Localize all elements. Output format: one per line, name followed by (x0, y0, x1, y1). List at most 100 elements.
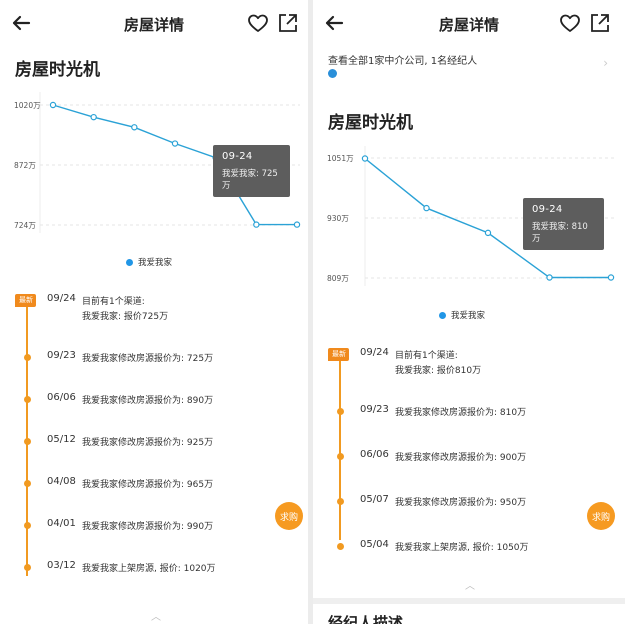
chevron-right-icon: › (603, 56, 608, 70)
y-tick-label: 872万 (14, 161, 36, 170)
data-point[interactable] (484, 229, 492, 237)
tooltip-date: 09-24 (532, 204, 563, 215)
timeline-date: 03/12 (47, 560, 76, 571)
back-arrow-icon[interactable] (8, 10, 34, 36)
y-tick-label: 809万 (327, 274, 349, 283)
section-title-house-timeline: 房屋时光机 (15, 60, 100, 80)
price-chart: 1051万 930万 809万 (327, 146, 617, 286)
data-point[interactable] (171, 140, 179, 147)
chart-tooltip: 09-24 我爱我家: 810万 (523, 198, 604, 250)
data-point[interactable] (253, 221, 260, 228)
legend-dot-icon (126, 258, 133, 266)
timeline-date: 09/24 (47, 293, 76, 304)
legend-dot-icon (439, 311, 446, 319)
collapse-chevron-icon[interactable]: ︿ (465, 581, 475, 592)
timeline-date: 05/12 (47, 434, 76, 445)
timeline-dot-icon (24, 564, 31, 571)
timeline-text: 目前有1个渠道: (82, 297, 145, 307)
timeline-date: 06/06 (47, 392, 76, 403)
data-point[interactable] (361, 155, 369, 162)
timeline-date: 09/23 (360, 404, 389, 415)
timeline-dot-icon (24, 480, 31, 487)
y-tick-label: 1020万 (14, 101, 41, 110)
timeline-entry: 09/23 我爱我家修改房源报价为: 725万 (0, 350, 308, 370)
data-point[interactable] (131, 124, 138, 131)
share-icon[interactable] (277, 12, 299, 34)
share-icon[interactable] (589, 12, 611, 34)
timeline-text: 我爱我家修改房源报价为: 990万 (82, 522, 214, 532)
top-nav-bar: 房屋详情 (0, 0, 308, 46)
timeline-dot-icon (24, 354, 31, 361)
timeline-text: 我爱我家修改房源报价为: 950万 (395, 498, 527, 508)
data-point[interactable] (607, 274, 615, 281)
y-tick-label: 930万 (327, 214, 349, 223)
timeline-text: 我爱我家修改房源报价为: 900万 (395, 453, 527, 463)
heart-icon[interactable] (558, 11, 582, 35)
page-title: 房屋详情 (123, 16, 184, 34)
timeline-text: 我爱我家: 报价725万 (82, 312, 169, 322)
timeline-entry: 05/07 我爱我家修改房源报价为: 950万 (313, 494, 625, 514)
latest-badge: 最新 (15, 294, 36, 307)
timeline-dot-icon (337, 498, 344, 505)
tooltip-value: 我爱我家: 810万 (532, 222, 588, 244)
tooltip-date: 09-24 (222, 151, 253, 162)
timeline-text: 我爱我家: 报价810万 (395, 366, 482, 376)
data-point[interactable] (49, 101, 57, 109)
timeline-date: 04/01 (47, 518, 76, 529)
timeline-date: 09/24 (360, 347, 389, 358)
left-screen: 房屋详情 房屋时光机 1020万 872万 724万 09-24 我爱我家: 725… (0, 0, 308, 624)
section-divider (313, 598, 625, 604)
chart-tooltip: 09-24 我爱我家: 725万 (213, 145, 290, 197)
timeline-text: 我爱我家上架房源, 报价: 1020万 (82, 564, 216, 574)
legend-label: 我爱我家 (138, 258, 173, 268)
agent-description-title: 经纪人描述 (328, 614, 404, 624)
heart-icon[interactable] (246, 11, 270, 35)
timeline-entry: 05/12 我爱我家修改房源报价为: 925万 (0, 434, 308, 454)
section-title-house-timeline: 房屋时光机 (328, 113, 413, 133)
legend-label: 我爱我家 (451, 311, 486, 321)
timeline-text: 目前有1个渠道: (395, 351, 458, 361)
timeline-entry: 06/06 我爱我家修改房源报价为: 900万 (313, 449, 625, 469)
data-point[interactable] (546, 274, 553, 281)
timeline-text: 我爱我家修改房源报价为: 890万 (82, 396, 214, 406)
seek-purchase-button[interactable]: 求购 (275, 502, 303, 530)
timeline-dot-icon (337, 543, 344, 550)
timeline-dot-icon (337, 453, 344, 460)
chart-legend: 我爱我家 (126, 256, 172, 268)
timeline-date: 09/23 (47, 350, 76, 361)
timeline-entry: 04/01 我爱我家修改房源报价为: 990万 (0, 518, 308, 538)
timeline-dot-icon (24, 522, 31, 529)
data-point[interactable] (423, 204, 430, 212)
latest-badge: 最新 (328, 348, 349, 361)
agency-notice-text: 查看全部1家中介公司, 1名经纪人 (328, 56, 478, 67)
timeline-entry: 06/06 我爱我家修改房源报价为: 890万 (0, 392, 308, 412)
data-point[interactable] (293, 221, 301, 228)
timeline-dot-icon (337, 408, 344, 415)
tooltip-value: 我爱我家: 725万 (222, 169, 278, 191)
timeline-text: 我爱我家修改房源报价为: 725万 (82, 354, 214, 364)
price-history-timeline: 最新 09/24 目前有1个渠道: 我爱我家: 报价725万 09/23 我爱我家… (0, 288, 308, 588)
timeline-date: 05/07 (360, 494, 389, 505)
seek-purchase-button[interactable]: 求购 (587, 502, 615, 530)
agency-notice[interactable]: 查看全部1家中介公司, 1名经纪人 › (328, 50, 610, 84)
timeline-text: 我爱我家上架房源, 报价: 1050万 (395, 543, 529, 553)
chart-legend: 我爱我家 (439, 309, 485, 321)
timeline-dot-icon (24, 438, 31, 445)
y-tick-label: 1051万 (327, 154, 354, 163)
timeline-line (339, 356, 341, 540)
timeline-text: 我爱我家修改房源报价为: 925万 (82, 438, 214, 448)
timeline-date: 06/06 (360, 449, 389, 460)
y-tick-label: 724万 (14, 221, 36, 230)
timeline-entry: 03/12 我爱我家上架房源, 报价: 1020万 (0, 560, 308, 580)
timeline-text: 我爱我家修改房源报价为: 965万 (82, 480, 214, 490)
data-point[interactable] (90, 113, 97, 121)
agency-badge-icon (328, 69, 337, 78)
collapse-chevron-icon[interactable]: ︿ (151, 612, 161, 623)
back-arrow-icon[interactable] (321, 10, 347, 36)
